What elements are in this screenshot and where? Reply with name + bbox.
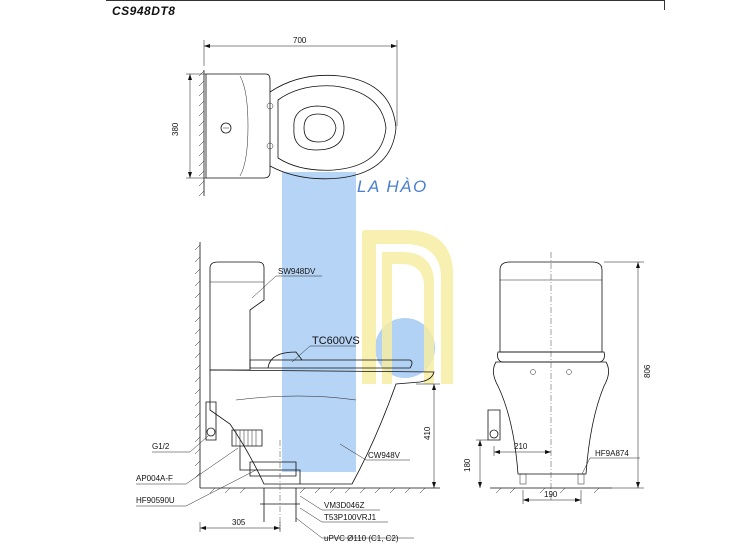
label-ap004a-f: AP004A-F [136,474,173,483]
label-vm3d046z: VM3D046Z [324,501,365,510]
dim-380: 380 [171,122,180,136]
label-g1-2: G1/2 [152,442,170,451]
label-t53p100vrj1: T53P100VRJ1 [324,513,377,522]
logo-yellow-arcs [362,230,453,384]
drain-pipe [263,488,297,522]
flush-button-plan [220,122,232,134]
bowl-side [209,369,435,485]
dim-180: 180 [463,458,472,472]
tank-side [209,261,265,371]
label-sw948dv: SW948DV [278,267,316,276]
dim-210: 210 [514,442,528,451]
dim-700: 700 [293,36,307,45]
seat-side [249,359,413,369]
side-view: 305 410 SW948DV TC600VS CW948V G1/2 AP00… [136,242,440,543]
brand-text: LA HÀO [357,177,428,196]
dim-806: 806 [643,364,652,378]
logo-blue-bar [282,172,356,472]
model-title: CS948DT8 [112,4,176,18]
label-cw948v: CW948V [368,451,401,460]
tank-front [499,261,603,353]
dim-305: 305 [232,518,246,527]
plan-view: 700 380 [171,36,398,197]
tank-plan [205,73,271,179]
label-upvc: uPVC Ø110 (C1, C2) [324,534,399,543]
bowl-outline-plan [269,75,397,180]
label-tc600vs: TC600VS [312,335,360,347]
angle-valve [205,401,217,441]
title-rule [106,0,664,1]
wall-hatch-side [194,244,201,479]
title-rule-end [664,0,665,10]
front-view: 806 210 180 190 HF9A874 [463,252,652,504]
floor-hatch-side [209,487,426,494]
wall-hatch-plan [198,70,205,197]
label-hf90590u: HF90590U [136,496,175,505]
dim-190: 190 [544,490,558,499]
angle-valve-front [487,409,501,441]
bowl-front [493,361,609,475]
label-hf9a874: HF9A874 [595,449,629,458]
watermark-logo: LA HÀO [282,172,453,472]
dim-410: 410 [423,426,432,440]
